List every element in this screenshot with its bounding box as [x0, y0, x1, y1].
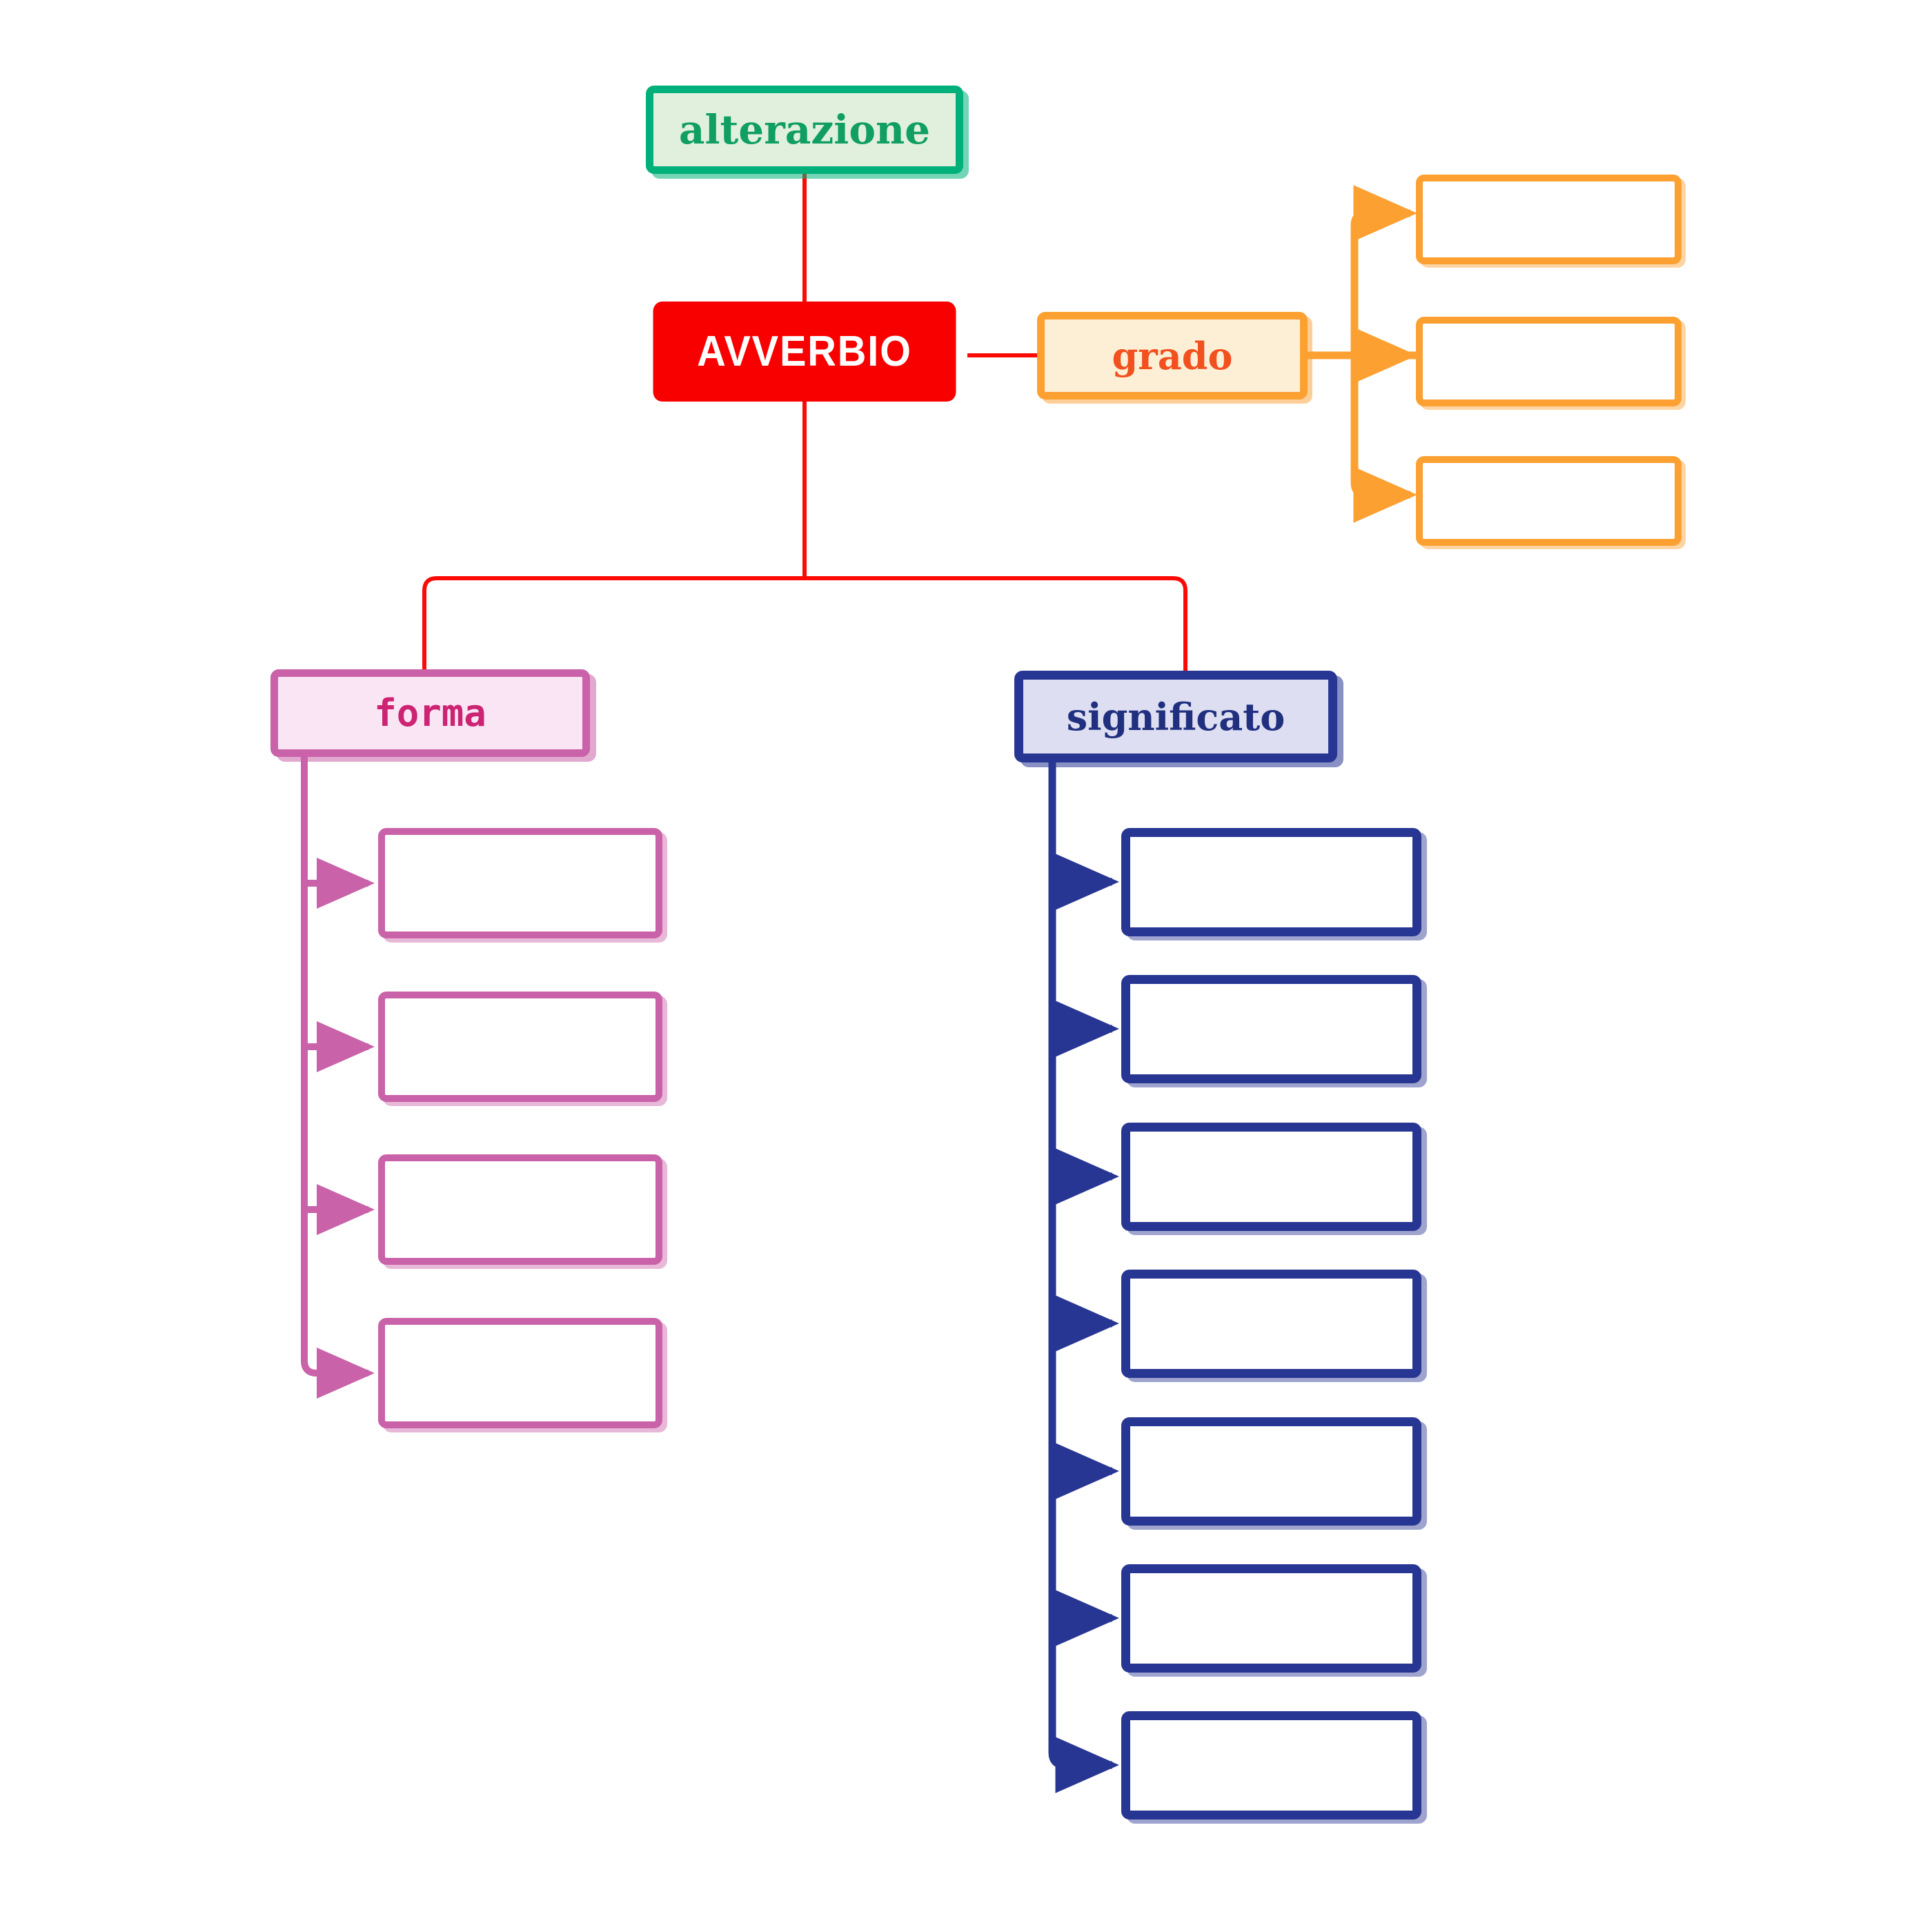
node-avverbio-root[interactable]: AVVERBIO — [653, 302, 956, 402]
grado-child-box-2[interactable] — [1416, 317, 1682, 406]
significato-child-box-2[interactable] — [1121, 975, 1421, 1083]
node-grado[interactable]: grado — [1037, 312, 1308, 400]
forma-child-box-2[interactable] — [378, 992, 662, 1102]
link-split-significato — [805, 576, 1187, 671]
node-alterazione[interactable]: alterazione — [646, 86, 963, 174]
significato-child-box-5[interactable] — [1121, 1417, 1421, 1526]
significato-child-box-7[interactable] — [1121, 1711, 1421, 1820]
forma-child-box-3[interactable] — [378, 1154, 662, 1265]
significato-child-box-3[interactable] — [1121, 1123, 1421, 1231]
significato-child-box-1[interactable] — [1121, 828, 1421, 936]
grado-child-box-1[interactable] — [1416, 175, 1682, 264]
link-split-forma — [422, 576, 805, 669]
node-forma[interactable]: forma — [270, 669, 590, 757]
significato-child-box-6[interactable] — [1121, 1564, 1421, 1673]
link-significato-trunk — [1048, 762, 1104, 1769]
link-grado-trunk — [1308, 209, 1416, 499]
significato-child-box-4[interactable] — [1121, 1270, 1421, 1378]
link-forma-trunk — [301, 757, 366, 1377]
node-significato[interactable]: significato — [1014, 671, 1337, 762]
forma-child-box-4[interactable] — [378, 1318, 662, 1428]
forma-child-box-1[interactable] — [378, 828, 662, 938]
grado-child-box-3[interactable] — [1416, 456, 1682, 546]
